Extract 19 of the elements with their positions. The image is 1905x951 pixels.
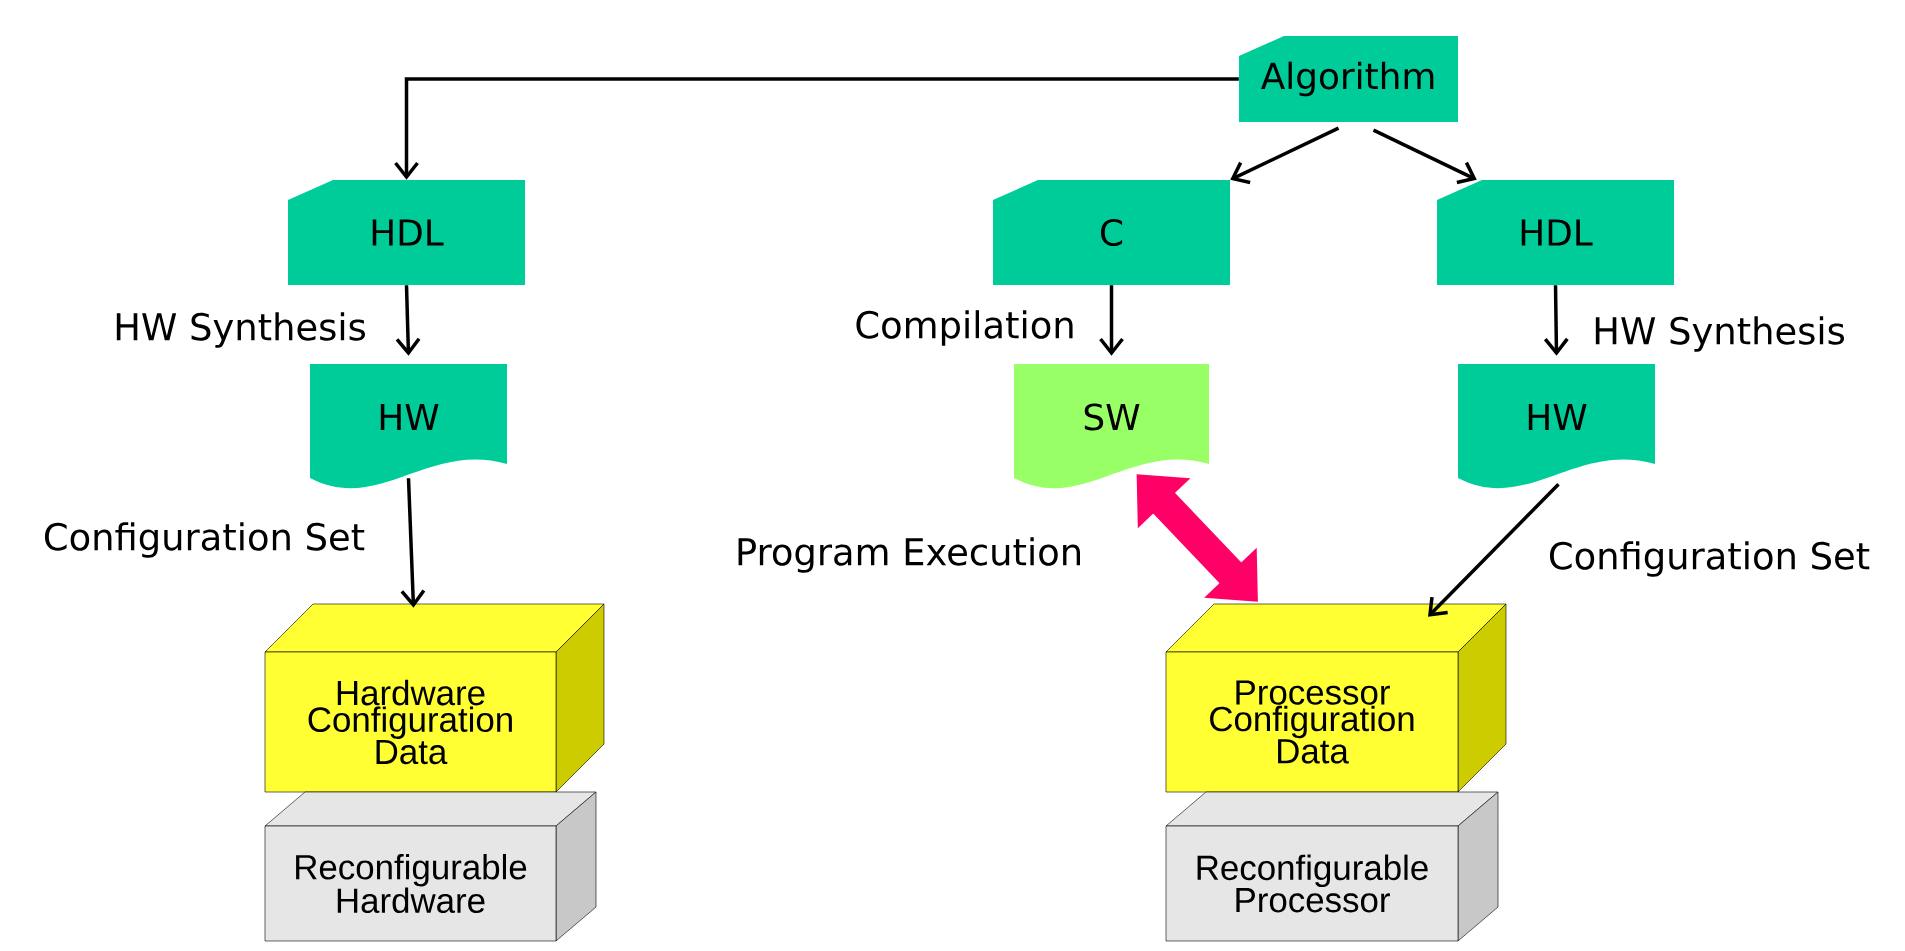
edge-label: Configuration Set xyxy=(40,520,368,560)
arrow xyxy=(1428,483,1560,617)
double-arrow xyxy=(1136,474,1258,602)
arrow xyxy=(395,285,421,356)
edge-label: Compilation xyxy=(852,308,1078,348)
arrow xyxy=(1372,128,1477,185)
arrow xyxy=(1230,126,1340,185)
edge-label: HW Synthesis xyxy=(1590,314,1848,354)
cube-box: Hardware Configuration Data xyxy=(264,603,605,793)
arrow xyxy=(400,478,426,608)
cube-box: Reconfigurable Hardware xyxy=(264,791,597,942)
arrow xyxy=(1543,285,1569,356)
arrow xyxy=(394,77,1239,180)
cube-box: Reconfigurable Processor xyxy=(1165,791,1499,942)
edge-label: Configuration Set xyxy=(1545,539,1873,579)
edge-label: HW Synthesis xyxy=(111,310,369,350)
edge-label: Program Execution xyxy=(732,535,1086,575)
arrow xyxy=(1099,285,1124,356)
cube-box: Processor Configuration Data xyxy=(1165,603,1507,793)
